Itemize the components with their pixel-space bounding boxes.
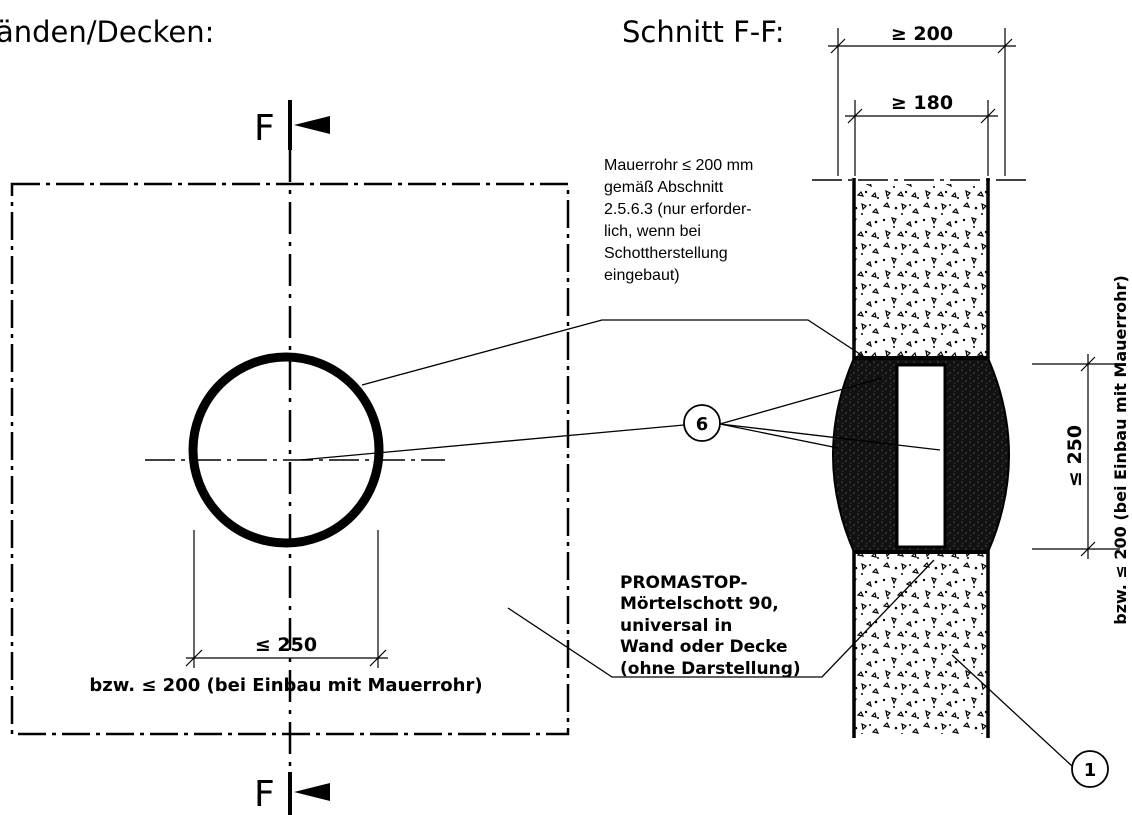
promastop-line-5: (ohne Darstellung) xyxy=(620,659,801,679)
height-alt-label: bzw. ≤ 200 (bei Einbau mit Mauerrohr) xyxy=(1111,275,1130,625)
promastop-line-1: PROMASTOP- xyxy=(620,573,748,593)
promastop-line-2: Mörtelschott 90, xyxy=(620,594,779,614)
promastop-line-3: universal in xyxy=(620,616,732,636)
section-title: Schnitt F-F: xyxy=(622,15,784,49)
outer-width-dimension xyxy=(828,28,1016,176)
pipe-opening xyxy=(895,363,947,549)
note-line-5: Schottherstellung xyxy=(604,245,728,262)
section-marker-bottom: F xyxy=(254,772,330,815)
callout-6-number: 6 xyxy=(696,414,709,435)
height-label: ≤ 250 xyxy=(1064,425,1086,487)
section-letter-top: F xyxy=(254,108,275,149)
pipe-circle xyxy=(188,352,384,548)
promastop-label: PROMASTOP- Mörtelschott 90, universal in… xyxy=(620,573,801,679)
note-line-6: eingebaut) xyxy=(604,267,680,284)
leader-6-a xyxy=(719,423,839,449)
outer-width-label: ≥ 200 xyxy=(891,23,953,45)
view-title: änden/Decken: xyxy=(0,15,214,49)
diameter-dimension xyxy=(185,530,388,668)
note-line-3: 2.5.6.3 (nur erforder- xyxy=(604,201,752,218)
section-marker-top: F xyxy=(254,100,330,150)
mauerrohr-note: Mauerrohr ≤ 200 mm gemäß Abschnitt 2.5.6… xyxy=(604,157,753,284)
concrete-lower xyxy=(854,552,988,734)
leader-1 xyxy=(951,654,1073,767)
section-letter-bottom: F xyxy=(254,774,275,815)
callout-6: 6 xyxy=(683,404,721,442)
leader-promastop xyxy=(507,559,935,678)
note-line-4: lich, wenn bei xyxy=(604,223,701,240)
diameter-alt-label: bzw. ≤ 200 (bei Einbau mit Mauerrohr) xyxy=(89,675,482,696)
leader-6-pipe xyxy=(299,424,685,461)
inner-width-dimension xyxy=(845,100,998,176)
leader-mauerrohr xyxy=(361,319,873,386)
promastop-line-4: Wand oder Decke xyxy=(620,637,788,657)
leader-6-b xyxy=(719,423,941,451)
inner-width-label: ≥ 180 xyxy=(891,92,953,114)
leader-6-c xyxy=(719,377,883,425)
concrete-upper xyxy=(854,184,988,358)
note-line-2: gemäß Abschnitt xyxy=(604,179,724,196)
height-dimension xyxy=(1032,354,1120,559)
diameter-label: ≤ 250 xyxy=(255,634,317,656)
callout-1: 1 xyxy=(1071,750,1109,788)
note-line-1: Mauerrohr ≤ 200 mm xyxy=(604,157,753,174)
callout-1-number: 1 xyxy=(1084,760,1097,781)
